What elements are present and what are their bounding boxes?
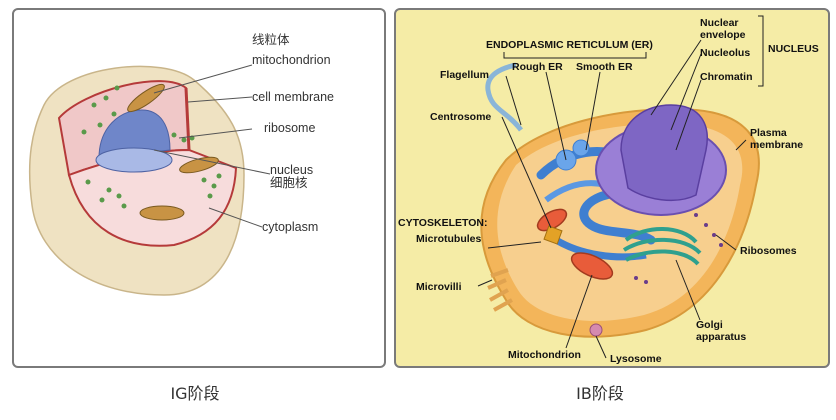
simple-cell-diagram: 线粒体 mitochondrion cell membrane ribosome… [28, 32, 334, 296]
nucleus-cut [95, 147, 173, 173]
nucleus [98, 109, 171, 159]
label-mitochondrion: Mitochondrion [508, 349, 581, 361]
label-ribosome: ribosome [264, 121, 315, 135]
simple-cell-panel: 线粒体 mitochondrion cell membrane ribosome… [12, 8, 386, 368]
label-mitochondrion: mitochondrion [252, 53, 331, 67]
caption-right: IB阶段 [576, 384, 624, 403]
caption-left: IG阶段 [170, 384, 220, 403]
label-nuclear-envelope-2: envelope [700, 29, 746, 41]
label-nucleus: nucleus [270, 163, 313, 177]
label-golgi-1: Golgi [696, 319, 723, 331]
label-cytoskeleton: CYTOSKELETON: [398, 217, 487, 229]
detailed-cell-diagram: ENDOPLASMIC RETICULUM (ER) Rough ER Smoo… [398, 15, 819, 365]
label-centrosome: Centrosome [430, 111, 491, 123]
label-cytoplasm: cytoplasm [262, 220, 318, 234]
label-ribosomes: Ribosomes [740, 245, 797, 257]
label-lysosome: Lysosome [610, 353, 662, 365]
label-nucleus-group: NUCLEUS [768, 43, 819, 55]
label-er: ENDOPLASMIC RETICULUM (ER) [486, 39, 653, 51]
label-smooth-er: Smooth ER [576, 61, 633, 73]
label-chromatin: Chromatin [700, 71, 753, 83]
microvilli-shape [487, 268, 513, 312]
ribosome-dots [81, 85, 222, 209]
cell-membrane [184, 87, 191, 151]
mitochondrion-shape-2 [536, 208, 568, 232]
label-rough-er: Rough ER [512, 61, 563, 73]
label-flagellum: Flagellum [440, 69, 489, 81]
lysosome-shape [589, 323, 603, 337]
label-microvilli: Microvilli [416, 281, 462, 293]
label-nucleus-cn: 细胞核 [270, 176, 308, 190]
flagellum-shape [485, 62, 523, 132]
label-mitochondrion-cn: 线粒体 [252, 32, 290, 47]
ribosome-dots [634, 213, 723, 284]
detailed-cell-panel: ENDOPLASMIC RETICULUM (ER) Rough ER Smoo… [394, 8, 830, 368]
label-nucleolus: Nucleolus [700, 47, 750, 59]
golgi-shape [622, 227, 702, 266]
centrosome-shape [543, 225, 563, 245]
nucleus-shape [595, 104, 727, 216]
label-plasma-membrane-2: membrane [750, 139, 803, 151]
label-microtubules: Microtubules [416, 233, 481, 245]
label-golgi-2: apparatus [696, 331, 746, 343]
label-plasma-membrane-1: Plasma [750, 127, 787, 139]
label-nuclear-envelope-1: Nuclear [700, 17, 739, 29]
label-cell-membrane: cell membrane [252, 90, 334, 104]
mitochondrion-shape [570, 252, 614, 280]
